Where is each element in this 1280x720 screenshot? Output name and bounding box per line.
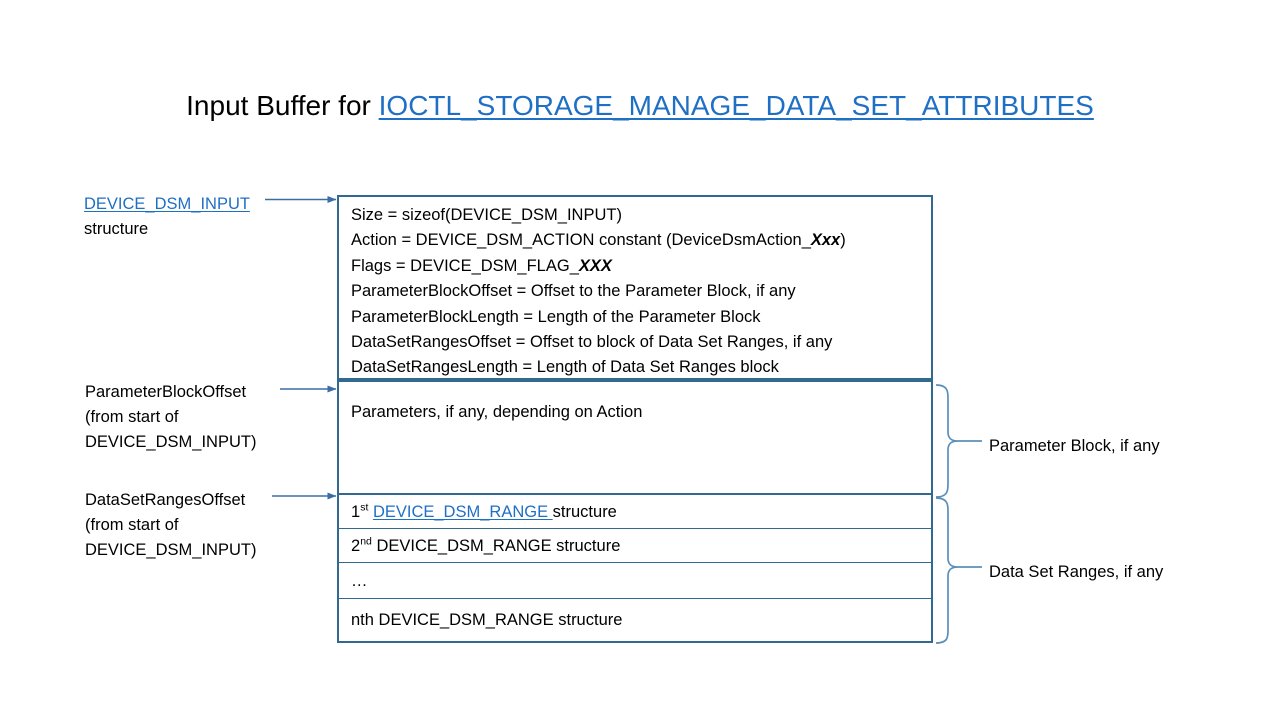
range-row-2-ordinal: 2: [351, 537, 361, 555]
data-set-ranges-offset-line3: DEVICE_DSM_INPUT): [85, 541, 257, 559]
range-row-4-suffix: DEVICE_DSM_RANGE structure: [373, 611, 623, 629]
header-field-datasetrangesoffset-pre: DataSetRangesOffset = Offset to block of…: [351, 333, 833, 352]
device-dsm-input-structure-row: structure: [84, 220, 149, 238]
range-row-3-ordinal: …: [351, 572, 368, 590]
range-row-4-text: nth DEVICE_DSM_RANGE structure: [351, 610, 622, 630]
device-dsm-input-link[interactable]: DEVICE_DSM_INPUT: [84, 195, 250, 213]
parameter-block-offset-line1: ParameterBlockOffset: [85, 383, 247, 401]
label-parameter-block-offset: ParameterBlockOffset (from start of DEVI…: [85, 380, 256, 455]
ioctl-link[interactable]: IOCTL_STORAGE_MANAGE_DATA_SET_ATTRIBUTES: [378, 90, 1094, 121]
range-row-1-text: 1st DEVICE_DSM_RANGE structure: [351, 502, 617, 522]
parameter-block-offset-line2: (from start of: [85, 408, 179, 426]
table-row: 1st DEVICE_DSM_RANGE structure: [339, 495, 931, 529]
range-row-2-text: 2nd DEVICE_DSM_RANGE structure: [351, 536, 620, 556]
table-row: 2nd DEVICE_DSM_RANGE structure: [339, 529, 931, 563]
data-set-ranges-offset-line2: (from start of: [85, 516, 179, 534]
header-field-list: Size = sizeof(DEVICE_DSM_INPUT) Action =…: [351, 203, 846, 381]
header-field-flags-pre: Flags = DEVICE_DSM_FLAG_: [351, 256, 579, 275]
label-data-set-ranges-offset: DataSetRangesOffset (from start of DEVIC…: [85, 488, 256, 563]
header-field-flags-em: XXX: [578, 256, 612, 275]
brace-data-set-ranges: [935, 497, 959, 644]
parameter-block-offset-line3: DEVICE_DSM_INPUT): [85, 433, 257, 451]
brace-parameter-block: [935, 384, 959, 498]
label-data-set-ranges: Data Set Ranges, if any: [989, 563, 1164, 581]
parameter-block-text: Parameters, if any, depending on Action: [351, 403, 643, 421]
header-field-parameterblockoffset-pre: ParameterBlockOffset = Offset to the Par…: [351, 282, 796, 301]
table-row: nth DEVICE_DSM_RANGE structure: [339, 599, 931, 639]
header-field-action: Action = DEVICE_DSM_ACTION constant (Dev…: [351, 228, 846, 253]
range-row-2-sup: nd: [360, 535, 372, 548]
header-field-action-post: ): [840, 231, 846, 250]
range-row-3-text: …: [351, 571, 368, 591]
range-row-1-suffix: structure: [552, 503, 617, 521]
page-title-prefix: Input Buffer for: [186, 90, 379, 121]
header-field-parameterblockoffset: ParameterBlockOffset = Offset to the Par…: [351, 279, 846, 304]
header-field-parameterblocklength: ParameterBlockLength = Length of the Par…: [351, 305, 846, 330]
header-field-datasetrangeslength-pre: DataSetRangesLength = Length of Data Set…: [351, 358, 779, 377]
header-field-action-em: Xxx: [810, 231, 841, 250]
device-dsm-input-header-box: Size = sizeof(DEVICE_DSM_INPUT) Action =…: [337, 195, 933, 382]
range-row-1-ordinal: 1: [351, 503, 361, 521]
label-parameter-block: Parameter Block, if any: [989, 437, 1160, 455]
header-field-size-pre: Size = sizeof(DEVICE_DSM_INPUT): [351, 206, 622, 224]
range-row-4-ordinal: nth: [351, 611, 374, 629]
page-title: Input Buffer for IOCTL_STORAGE_MANAGE_DA…: [0, 88, 1280, 124]
header-field-datasetrangeslength: DataSetRangesLength = Length of Data Set…: [351, 355, 846, 380]
header-field-action-pre: Action = DEVICE_DSM_ACTION constant (Dev…: [351, 231, 811, 250]
header-field-flags: Flags = DEVICE_DSM_FLAG_XXX: [351, 254, 846, 279]
table-row: …: [339, 563, 931, 599]
range-row-2-suffix: DEVICE_DSM_RANGE structure: [376, 537, 621, 555]
header-field-size: Size = sizeof(DEVICE_DSM_INPUT): [351, 203, 846, 228]
header-field-datasetrangesoffset: DataSetRangesOffset = Offset to block of…: [351, 330, 846, 355]
data-set-ranges-box: 1st DEVICE_DSM_RANGE structure 2nd DEVIC…: [337, 495, 933, 643]
data-set-ranges-offset-line1: DataSetRangesOffset: [85, 491, 246, 509]
range-row-1-sup: st: [360, 501, 369, 514]
parameter-block-box: Parameters, if any, depending on Action: [337, 382, 933, 495]
device-dsm-input-link-row: DEVICE_DSM_INPUT: [84, 192, 250, 217]
header-field-parameterblocklength-pre: ParameterBlockLength = Length of the Par…: [351, 307, 761, 326]
label-device-dsm-input: DEVICE_DSM_INPUT structure: [84, 192, 250, 242]
device-dsm-range-link[interactable]: DEVICE_DSM_RANGE: [372, 503, 553, 521]
